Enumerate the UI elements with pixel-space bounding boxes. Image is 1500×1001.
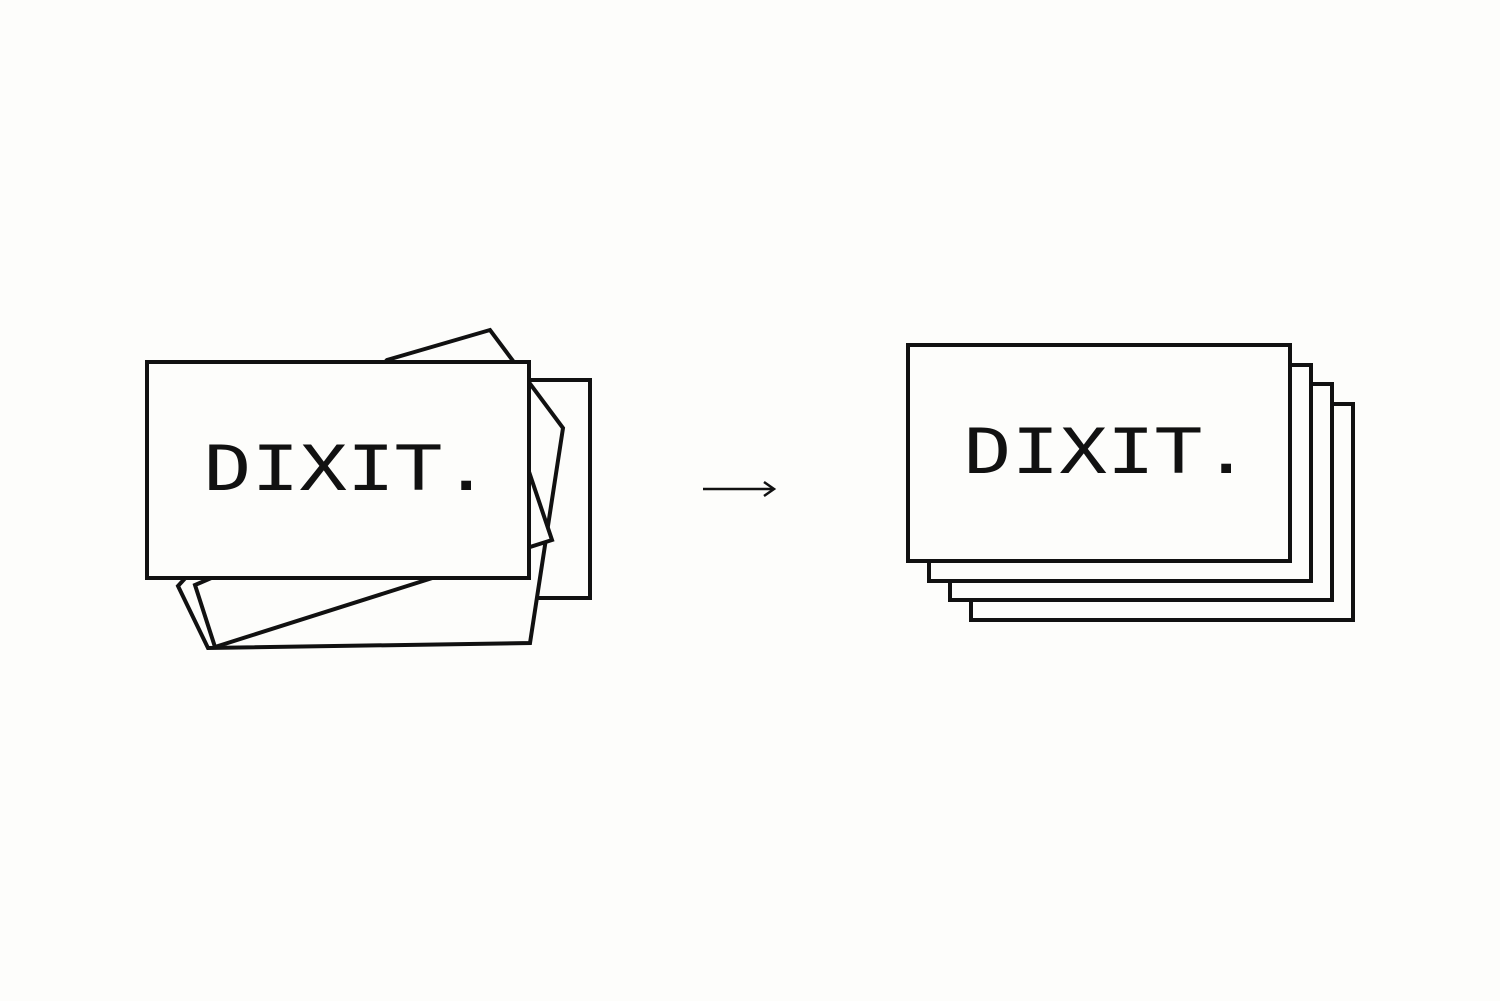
neat-card-wordmark: DIXIT. xyxy=(964,415,1250,488)
messy-card-stack: DIXIT. xyxy=(145,327,592,651)
neat-card-stack: DIXIT. xyxy=(906,343,1355,622)
messy-card-front xyxy=(145,360,531,580)
messy-card-wordmark: DIXIT. xyxy=(204,432,490,505)
neat-card-front xyxy=(906,343,1292,563)
right-arrow-icon xyxy=(703,480,777,498)
